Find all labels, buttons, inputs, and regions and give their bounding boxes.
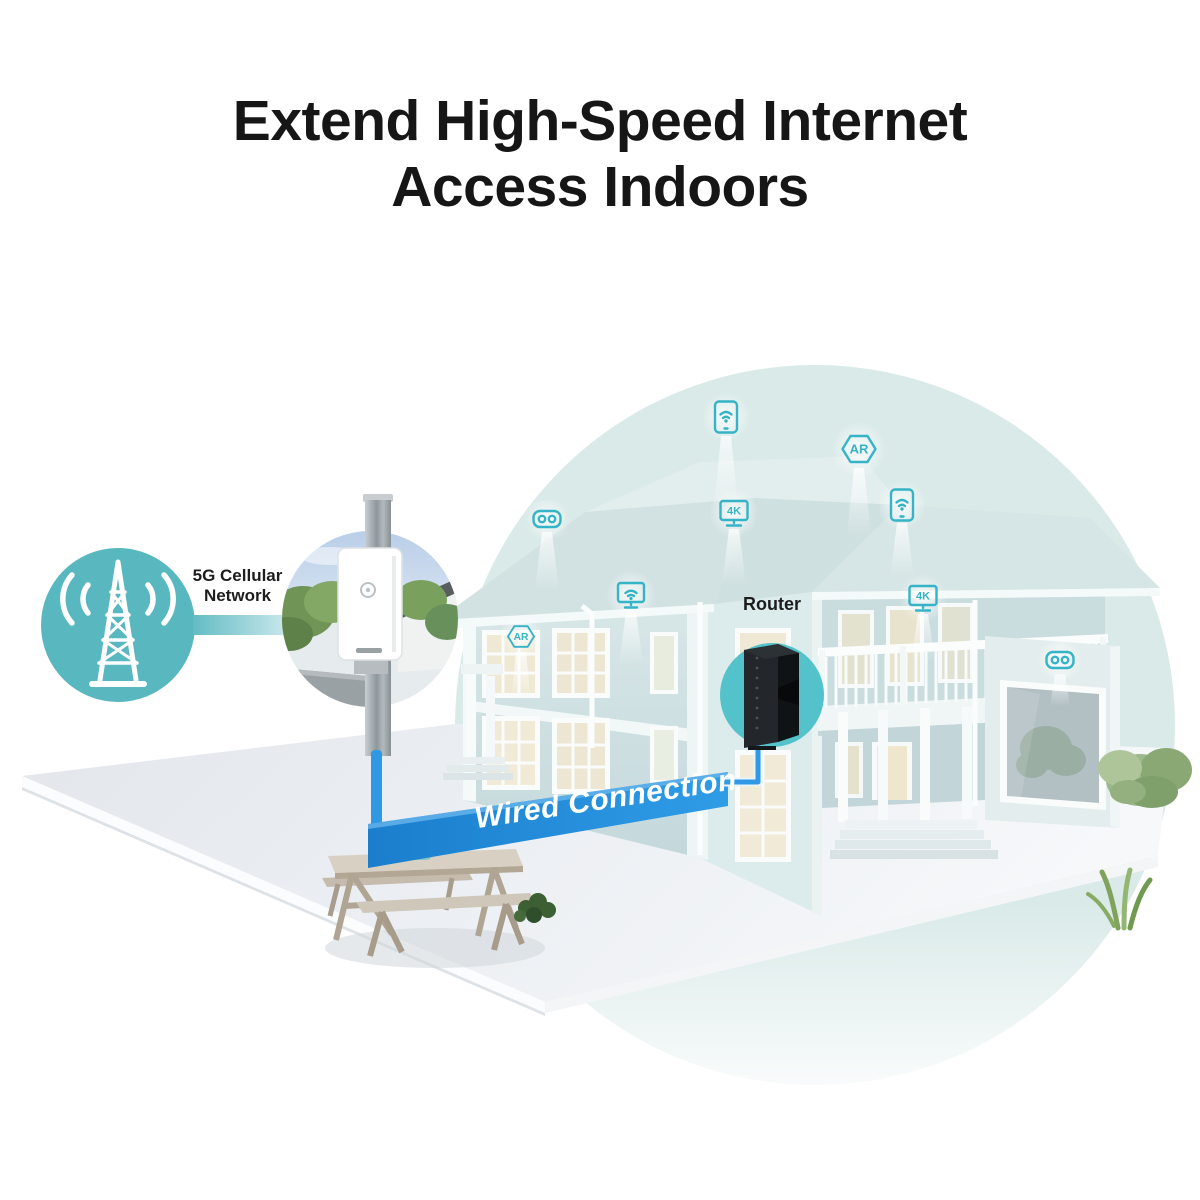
side-entry (443, 664, 513, 780)
downspout (580, 600, 978, 855)
tablet-wifi-icon (703, 388, 749, 446)
svg-text:AR: AR (514, 632, 529, 643)
outdoor-gateway-device (337, 547, 403, 674)
4k-tv-icon: 4K (708, 489, 760, 537)
cell-tower-icon (60, 559, 176, 687)
title-line-1: Extend High-Speed Internet (232, 89, 968, 153)
small-plant (514, 893, 556, 923)
ethernet-cable (371, 750, 382, 834)
router-label: Router (743, 594, 801, 614)
bush (1098, 748, 1192, 808)
svg-text:4K: 4K (916, 591, 930, 603)
page-title: Extend High-Speed Internet Access Indoor… (0, 88, 1200, 220)
window (552, 628, 610, 698)
router-device (744, 644, 799, 750)
window (650, 726, 678, 784)
garage-door (1007, 687, 1099, 803)
ar-icon: AR (828, 421, 890, 477)
title-line-2: Access Indoors (391, 155, 809, 220)
window (650, 632, 678, 694)
cellular-network-label: 5G Cellular Network (192, 566, 283, 605)
tablet-wifi-icon (879, 476, 925, 534)
cable-to-router (724, 740, 763, 787)
icon-light-beams (511, 436, 1070, 706)
porch (822, 707, 998, 859)
4k-tv-icon: 4K (897, 574, 949, 622)
ar-icon: AR (497, 614, 545, 659)
vr-goggles-icon (1034, 640, 1086, 680)
garage (985, 636, 1120, 828)
wired-connection-ribbon (368, 772, 728, 868)
svg-text:4K: 4K (727, 506, 741, 518)
vr-goggles-icon (521, 499, 573, 539)
window (552, 718, 610, 794)
gateway-circle (282, 494, 458, 756)
router-circle (720, 643, 824, 750)
cell-tower-circle (41, 548, 195, 702)
tp-link-logo (360, 582, 376, 598)
svg-text:AR: AR (850, 442, 869, 457)
monitor-wifi-icon (605, 571, 657, 619)
network-connector-line (193, 615, 293, 635)
grass-tuft (1086, 867, 1153, 931)
window (735, 750, 791, 862)
picnic-table (322, 834, 545, 968)
